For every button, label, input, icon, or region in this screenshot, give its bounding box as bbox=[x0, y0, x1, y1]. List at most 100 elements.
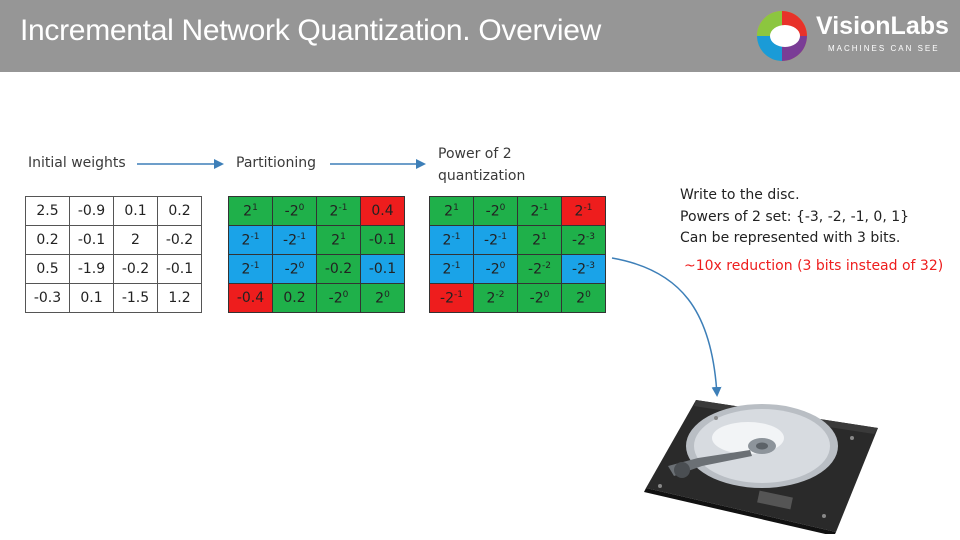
cell-base: -2 bbox=[440, 290, 454, 307]
cell-exponent: 0 bbox=[499, 260, 506, 271]
cell-exponent: -1 bbox=[250, 260, 260, 271]
cell-exponent: 0 bbox=[298, 202, 305, 213]
grid-cell: -0.9 bbox=[69, 196, 114, 226]
grid-cell-green: -20 bbox=[316, 283, 361, 313]
cell-base: 0.4 bbox=[371, 203, 394, 219]
grid-cell-blue: 2-1 bbox=[228, 225, 273, 255]
cell-base: -2 bbox=[484, 232, 498, 249]
cell-base: -0.1 bbox=[368, 261, 397, 277]
grid-cell-green: -20 bbox=[272, 196, 317, 226]
grid-cell: -0.1 bbox=[69, 225, 114, 255]
grid-cell-blue: 2-1 bbox=[429, 225, 474, 255]
slide-header: Incremental Network Quantization. Overvi… bbox=[0, 0, 960, 72]
grid-cell-blue: -2-1 bbox=[272, 225, 317, 255]
note-line-1: Write to the disc. bbox=[680, 187, 800, 203]
notes-block: Write to the disc. Powers of 2 set: {-3,… bbox=[680, 185, 909, 250]
grid-cell-green: 21 bbox=[228, 196, 273, 226]
grid-cell-green: -0.1 bbox=[360, 225, 405, 255]
grid-cell: 2.5 bbox=[25, 196, 70, 226]
cell-exponent: 1 bbox=[252, 202, 258, 213]
grid-cell-green: -2-3 bbox=[561, 225, 606, 255]
grid-cell: -1.9 bbox=[69, 254, 114, 284]
grid-cell-green: -0.2 bbox=[316, 254, 361, 284]
cell-base: 2 bbox=[442, 261, 452, 278]
grid-cell: 0.2 bbox=[25, 225, 70, 255]
initial-weights-label: Initial weights bbox=[28, 155, 126, 171]
cell-exponent: -1 bbox=[296, 231, 306, 242]
grid-cell-blue: -2-1 bbox=[473, 225, 518, 255]
logo-brand-name: VisionLabs bbox=[816, 12, 949, 40]
hard-drive-icon bbox=[644, 400, 878, 534]
grid-cell-blue: -20 bbox=[272, 254, 317, 284]
cell-exponent: -1 bbox=[451, 231, 461, 242]
power-quantization-label: Power of 2 quantization bbox=[438, 146, 526, 184]
grid-cell-green: 20 bbox=[561, 283, 606, 313]
cell-exponent: -1 bbox=[338, 202, 348, 213]
cell-base: -0.2 bbox=[324, 261, 353, 277]
grid-cell-red: -0.4 bbox=[228, 283, 273, 313]
grid-cell-green: 21 bbox=[316, 225, 361, 255]
grid-row: 2-1-20-0.2-0.1 bbox=[228, 254, 405, 284]
grid-cell-green: -20 bbox=[473, 196, 518, 226]
cell-exponent: -1 bbox=[451, 260, 461, 271]
cell-base: 0.2 bbox=[283, 290, 306, 306]
cell-base: -2 bbox=[284, 261, 299, 278]
cell-base: 2 bbox=[331, 232, 341, 249]
grid-cell: -0.1 bbox=[157, 254, 202, 284]
grid-cell: 1.2 bbox=[157, 283, 202, 313]
cell-base: -2 bbox=[528, 261, 542, 278]
grid-cell-blue: -0.1 bbox=[360, 254, 405, 284]
reduction-note: ~10x reduction (3 bits instead of 32) bbox=[684, 258, 944, 274]
cell-exponent: 1 bbox=[541, 231, 547, 242]
cell-exponent: 0 bbox=[384, 289, 390, 300]
cell-exponent: 0 bbox=[298, 260, 305, 271]
cell-exponent: -1 bbox=[539, 202, 549, 213]
cell-base: -0.1 bbox=[368, 232, 397, 248]
grid-cell: -1.5 bbox=[113, 283, 158, 313]
grid-cell: -0.2 bbox=[113, 254, 158, 284]
cell-exponent: 0 bbox=[585, 289, 591, 300]
cell-exponent: 0 bbox=[499, 202, 506, 213]
cell-base: -2 bbox=[328, 290, 343, 307]
cell-exponent: 0 bbox=[342, 289, 349, 300]
cell-base: -2 bbox=[572, 261, 586, 278]
cell-exponent: 1 bbox=[340, 231, 346, 242]
grid-cell: 0.5 bbox=[25, 254, 70, 284]
slide-title: Incremental Network Quantization. Overvi… bbox=[20, 14, 601, 47]
grid-cell-green: 2-1 bbox=[517, 196, 562, 226]
grid-cell-green: 21 bbox=[517, 225, 562, 255]
grid-cell-red: 0.4 bbox=[360, 196, 405, 226]
cell-exponent: -3 bbox=[585, 260, 595, 271]
cell-exponent: -2 bbox=[495, 289, 505, 300]
cell-base: 2 bbox=[243, 203, 253, 220]
cell-base: 2 bbox=[444, 203, 454, 220]
cell-base: 2 bbox=[574, 203, 584, 220]
grid-cell: 0.1 bbox=[69, 283, 114, 313]
cell-base: 2 bbox=[329, 203, 339, 220]
cell-base: -2 bbox=[572, 232, 586, 249]
grid-cell: 0.1 bbox=[113, 196, 158, 226]
cell-base: 2 bbox=[442, 232, 452, 249]
note-line-3: Can be represented with 3 bits. bbox=[680, 230, 901, 246]
grid-cell: 2 bbox=[113, 225, 158, 255]
grid-row: 0.5-1.9-0.2-0.1 bbox=[25, 254, 202, 284]
grid-cell-blue: -20 bbox=[473, 254, 518, 284]
grid-cell-blue: 2-1 bbox=[228, 254, 273, 284]
note-line-2: Powers of 2 set: {-3, -2, -1, 0, 1} bbox=[680, 208, 910, 225]
cell-exponent: -1 bbox=[250, 231, 260, 242]
grid-cell-green: 2-2 bbox=[473, 283, 518, 313]
cell-base: 2 bbox=[532, 232, 542, 249]
logo-mark-icon bbox=[757, 11, 807, 61]
cell-base: -2 bbox=[284, 203, 299, 220]
grid-cell-green: 20 bbox=[360, 283, 405, 313]
